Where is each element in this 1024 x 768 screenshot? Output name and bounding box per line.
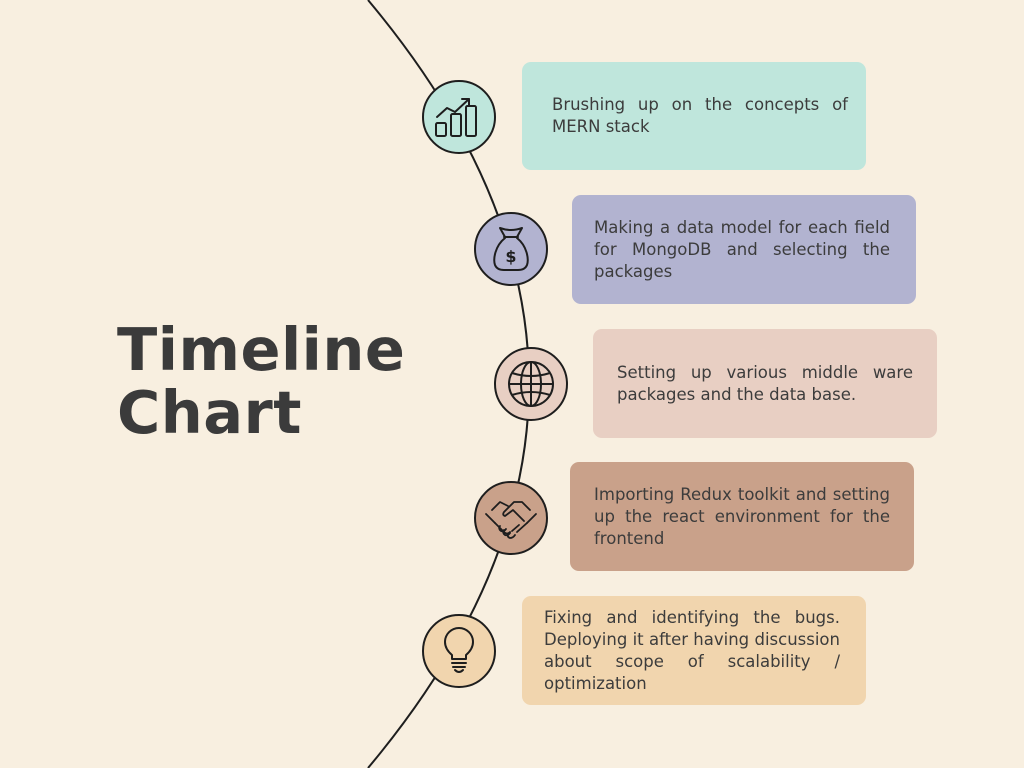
step-2-card: Making a data model for each field for M… xyxy=(572,195,916,304)
title-line-1: Timeline xyxy=(117,315,406,384)
step-4-node xyxy=(474,481,548,555)
globe-icon xyxy=(508,361,554,407)
step-1-node xyxy=(422,80,496,154)
step-5-node xyxy=(422,614,496,688)
step-3-node xyxy=(494,347,568,421)
step-1-card: Brushing up on the concepts of MERN stac… xyxy=(522,62,866,170)
step-2-node: $ xyxy=(474,212,548,286)
money-bag-icon: $ xyxy=(493,227,529,271)
step-4-text: Importing Redux toolkit and setting up t… xyxy=(594,484,890,548)
svg-text:$: $ xyxy=(505,247,516,266)
step-3-text: Setting up various middle ware packages … xyxy=(617,362,913,404)
page-title: Timeline Chart xyxy=(117,318,405,444)
growth-chart-icon xyxy=(435,98,477,137)
handshake-icon xyxy=(485,501,537,539)
step-1-text: Brushing up on the concepts of MERN stac… xyxy=(552,95,848,136)
step-5-text: Fixing and identifying the bugs. Deployi… xyxy=(544,607,840,693)
step-4-card: Importing Redux toolkit and setting up t… xyxy=(570,462,914,571)
step-3-card: Setting up various middle ware packages … xyxy=(593,329,937,438)
step-2-text: Making a data model for each field for M… xyxy=(594,217,890,281)
lightbulb-icon xyxy=(444,627,474,673)
step-5-card: Fixing and identifying the bugs. Deployi… xyxy=(522,596,866,705)
title-line-2: Chart xyxy=(117,378,302,447)
